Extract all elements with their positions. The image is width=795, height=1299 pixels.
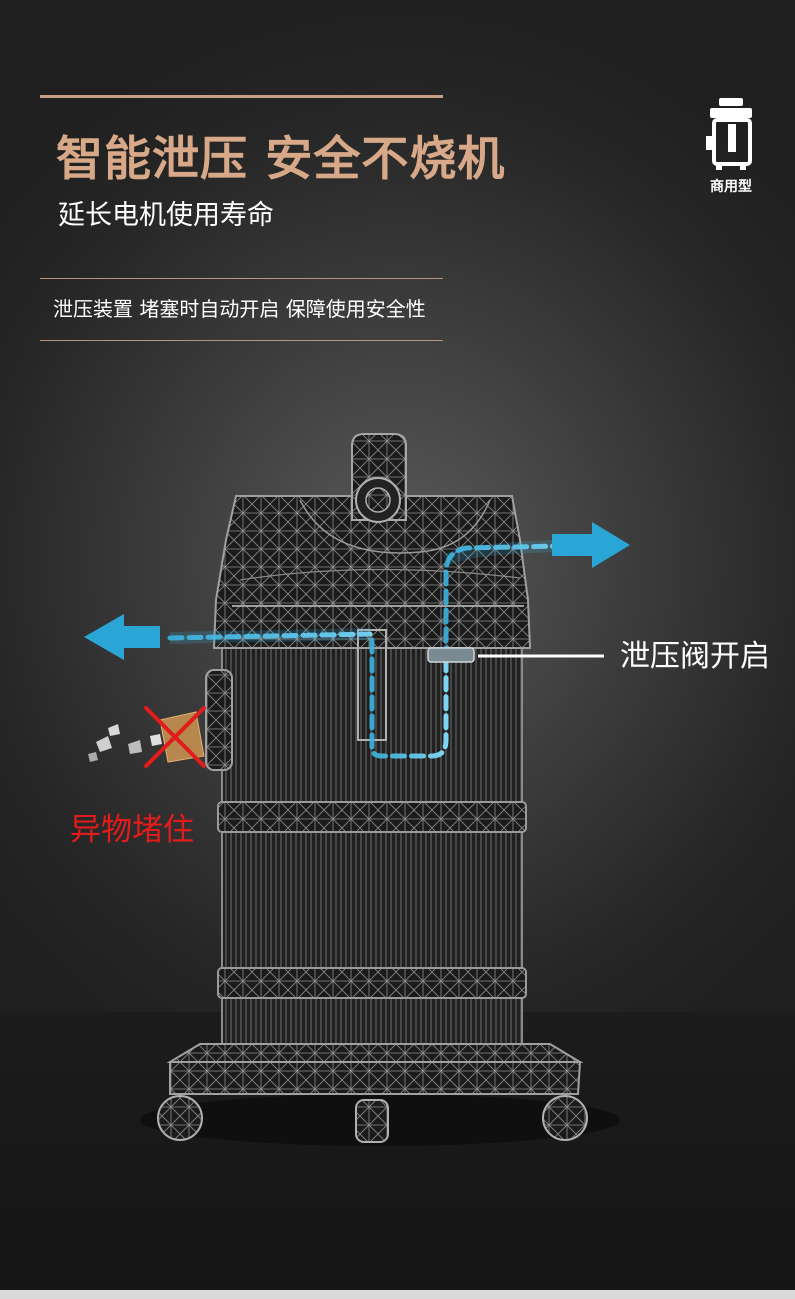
- airflow-arrow-left: [84, 614, 160, 660]
- vacuum-cleaner-icon: [706, 98, 752, 170]
- top-divider: [40, 95, 443, 98]
- headline: 智能泄压 安全不烧机: [56, 132, 506, 187]
- debris-icon: [88, 711, 205, 763]
- commercial-badge: 商用型: [700, 96, 762, 200]
- wheel-right: [542, 1095, 588, 1141]
- feature-divider-top: [40, 278, 443, 279]
- side-inlet: [205, 669, 233, 771]
- blocked-cross-icon: [144, 706, 206, 768]
- wheel-left: [157, 1095, 203, 1141]
- airflow-arrow-right: [552, 522, 630, 568]
- wheel-center: [355, 1099, 389, 1143]
- tank-ring-lower: [217, 967, 527, 999]
- motor-head: [212, 495, 532, 649]
- airflow-path: [167, 543, 563, 759]
- bottom-strip: [0, 1290, 795, 1299]
- blocked-label: 异物堵住: [70, 812, 194, 848]
- valve-open-label: 泄压阀开启: [620, 639, 770, 674]
- badge-label: 商用型: [710, 179, 752, 195]
- pressure-valve: [427, 647, 475, 663]
- tank-ring-upper: [217, 801, 527, 833]
- feature-description: 泄压装置 堵塞时自动开启 保障使用安全性: [53, 297, 426, 321]
- feature-divider-bottom: [40, 340, 443, 341]
- subheadline: 延长电机使用寿命: [58, 200, 274, 231]
- base: [169, 1061, 582, 1095]
